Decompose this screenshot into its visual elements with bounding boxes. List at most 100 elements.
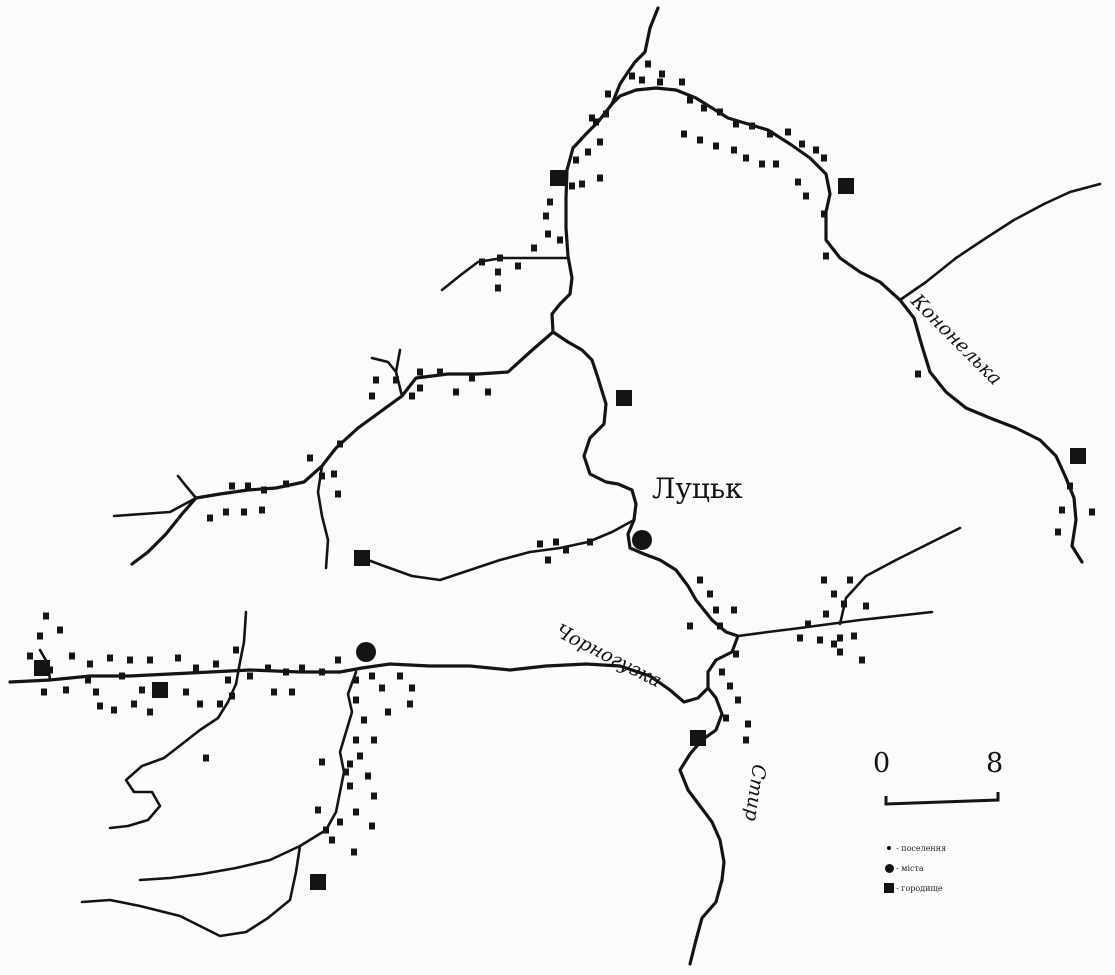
settlement-marker (203, 754, 209, 762)
settlement-marker (247, 672, 253, 680)
settlement-marker (681, 130, 687, 138)
settlement-marker (515, 262, 521, 270)
settlement-marker (587, 538, 593, 546)
settlement-marker (863, 602, 869, 610)
settlement-marker (371, 792, 377, 800)
river-west-2-source (370, 348, 404, 398)
settlement-marker (821, 154, 827, 162)
river-chornohuzka (8, 662, 710, 704)
settlement-marker (57, 626, 63, 634)
settlement-marker (315, 806, 321, 814)
settlement-marker (851, 632, 857, 640)
settlement-marker (773, 160, 779, 168)
settlement-marker (799, 140, 805, 148)
river-south-1-branch (80, 844, 302, 938)
settlement-marker (131, 700, 137, 708)
settlement-marker (679, 78, 685, 86)
settlement-marker (545, 556, 551, 564)
settlement-marker (841, 600, 847, 608)
settlement-marker (629, 72, 635, 80)
settlement-marker (329, 836, 335, 844)
settlement-marker (63, 686, 69, 694)
settlement-marker (1089, 508, 1095, 516)
settlement-marker (687, 622, 693, 630)
settlement-marker (733, 120, 739, 128)
hillforts-layer (34, 170, 1086, 890)
river-west-3 (366, 518, 636, 582)
settlement-marker (469, 374, 475, 382)
square-icon (882, 883, 896, 893)
settlement-marker (353, 696, 359, 704)
settlement-marker (597, 174, 603, 182)
settlement-marker (385, 708, 391, 716)
settlement-marker (245, 482, 251, 490)
settlement-marker (127, 656, 133, 664)
settlement-marker (69, 652, 75, 660)
river-east-tributary (736, 610, 934, 638)
settlement-marker (717, 622, 723, 630)
settlement-marker (727, 682, 733, 690)
settlement-marker (319, 668, 325, 676)
settlement-marker (361, 716, 367, 724)
settlement-marker (557, 236, 563, 244)
settlement-marker (397, 672, 403, 680)
settlement-marker (687, 96, 693, 104)
settlement-marker (225, 676, 231, 684)
river-south-1 (138, 670, 358, 882)
settlement-marker (803, 192, 809, 200)
settlement-marker (289, 688, 295, 696)
river-styr (550, 6, 740, 966)
river-east-branch-north (838, 526, 962, 626)
settlement-marker (351, 848, 357, 856)
settlement-marker (193, 664, 199, 672)
settlement-marker (337, 818, 343, 826)
settlement-marker (373, 376, 379, 384)
settlement-marker (735, 696, 741, 704)
settlement-marker (837, 648, 843, 656)
settlement-marker (831, 640, 837, 648)
settlement-marker (111, 706, 117, 714)
river-west-2 (130, 330, 555, 566)
hillfort-marker (310, 874, 326, 890)
settlement-marker (417, 368, 423, 376)
settlement-marker (393, 376, 399, 384)
settlement-marker (207, 514, 213, 522)
settlement-marker (437, 368, 443, 376)
settlement-marker (713, 606, 719, 614)
hillfort-marker (152, 682, 168, 698)
settlement-marker (353, 736, 359, 744)
settlement-marker (27, 652, 33, 660)
settlement-marker (335, 490, 341, 498)
settlement-marker (299, 664, 305, 672)
settlement-marker (563, 546, 569, 554)
settlement-marker (213, 660, 219, 668)
settlement-marker (331, 470, 337, 478)
river-west-1 (440, 256, 568, 292)
settlement-marker (701, 104, 707, 112)
settlement-marker (659, 70, 665, 78)
settlement-marker (197, 700, 203, 708)
rivers (8, 6, 1102, 966)
hillfort-marker (354, 550, 370, 566)
settlement-marker (41, 688, 47, 696)
scale-end-label: 8 (986, 748, 1004, 779)
settlement-marker (497, 254, 503, 262)
settlement-marker (767, 130, 773, 138)
settlement-marker (731, 146, 737, 154)
settlement-marker (749, 122, 755, 130)
settlement-marker (731, 606, 737, 614)
river-west-2-branch-b (176, 474, 198, 500)
settlement-marker (353, 676, 359, 684)
settlement-marker (347, 760, 353, 768)
settlement-marker (797, 634, 803, 642)
settlement-marker (717, 108, 723, 116)
town-marker (356, 642, 376, 662)
settlement-marker (569, 182, 575, 190)
settlement-marker (823, 252, 829, 260)
settlement-marker (229, 692, 235, 700)
town-marker (632, 530, 652, 550)
settlement-marker (369, 392, 375, 400)
settlement-marker (229, 482, 235, 490)
settlement-marker (759, 160, 765, 168)
